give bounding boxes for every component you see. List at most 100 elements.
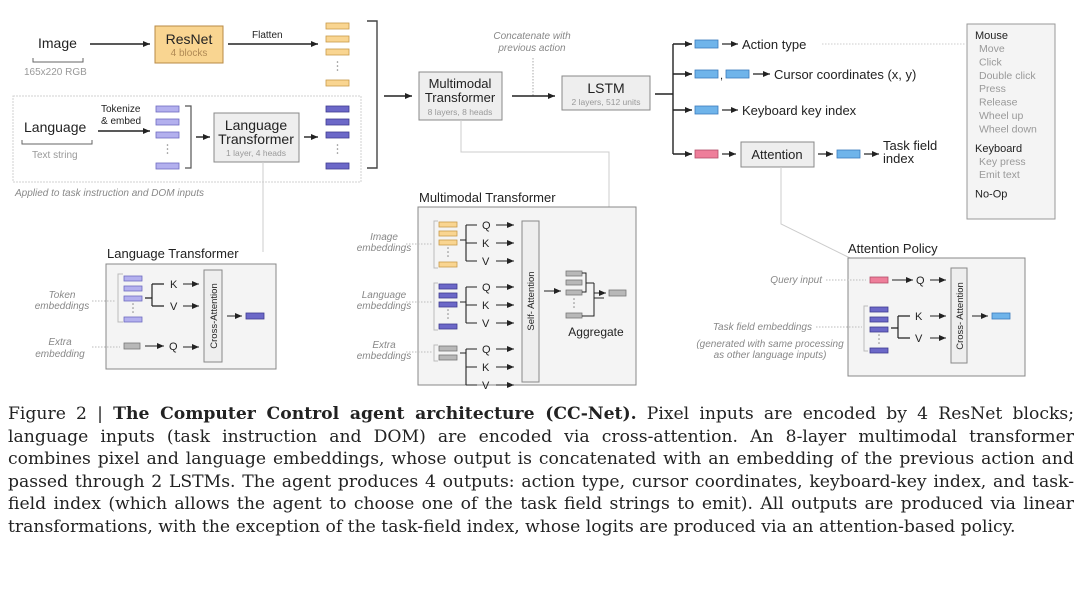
embedding-bracket <box>433 220 438 269</box>
image-embedding <box>325 79 350 87</box>
qkv-label: K <box>482 362 490 374</box>
keyboard-key-label: Keyboard key index <box>742 103 857 118</box>
resnet-block: ResNet 4 blocks <box>154 25 224 64</box>
task-field-embedding <box>869 316 889 323</box>
mm-self-attention-block <box>521 220 540 383</box>
embedding-label: Extra <box>372 340 396 351</box>
image-embedding <box>325 35 350 43</box>
mm-line1: Multimodal <box>429 76 492 91</box>
ap-q: Q <box>916 275 925 287</box>
language-sub: Text string <box>32 150 78 161</box>
attention-block: Attention <box>740 141 815 168</box>
architecture-diagram: Image 165x220 RGB ResNet 4 blocks Flatte… <box>12 20 1056 392</box>
action-menu-item: Move <box>979 43 1005 55</box>
lt-v: V <box>170 301 178 313</box>
action-menu-group-title: Mouse <box>975 30 1008 42</box>
cursor-x-logit <box>694 69 719 79</box>
embedding <box>438 345 458 352</box>
ap-note-l1: (generated with same processing <box>696 339 844 350</box>
resnet-title: ResNet <box>166 31 213 47</box>
lt-kv-split <box>145 283 164 307</box>
concat-line2: previous action <box>497 43 566 54</box>
action-type-logit <box>694 39 719 49</box>
token-embedding-stack <box>155 105 180 170</box>
resnet-sub: 4 blocks <box>171 48 208 59</box>
token-embedding <box>123 275 143 282</box>
lt-q: Q <box>169 341 178 353</box>
ap-task-bracket <box>863 305 868 352</box>
token-bracket <box>185 105 192 169</box>
embedding <box>438 261 458 268</box>
language-region <box>12 95 362 183</box>
ap-k: K <box>915 311 923 323</box>
tokenize-label-1: Tokenize <box>101 104 141 115</box>
lstm-block: LSTM 2 layers, 512 units <box>561 75 651 111</box>
image-embedding <box>325 22 350 30</box>
ellipsis-dot <box>166 144 169 146</box>
aggregate-label: Aggregate <box>568 325 624 339</box>
ellipsis-dot <box>878 334 880 336</box>
token-embedding <box>155 131 180 139</box>
cursor-y-logit <box>725 69 750 79</box>
embedding <box>438 323 458 330</box>
task-field-embedding <box>869 306 889 313</box>
cursor-coords-label: Cursor coordinates (x, y) <box>774 67 916 82</box>
ap-task-field-label: Task field embeddings <box>713 322 812 333</box>
language-label: Language <box>24 119 87 135</box>
qkv-split <box>460 224 477 262</box>
task-field-embedding <box>869 326 889 333</box>
embedding <box>438 354 458 361</box>
caption-prefix: Figure 2 | <box>8 404 114 424</box>
token-embedding <box>123 316 143 323</box>
qkv-label: V <box>482 318 490 330</box>
ellipsis-dot <box>447 317 449 319</box>
image-bracket <box>32 58 84 63</box>
embedding <box>438 292 458 299</box>
attn-detail-connector <box>780 167 851 259</box>
action-menu-item: Release <box>979 97 1018 109</box>
qkv-label: Q <box>482 344 491 356</box>
ellipsis-dot <box>447 313 449 315</box>
lt-token-l2: embeddings <box>35 301 89 312</box>
embedding-bracket <box>433 282 438 331</box>
action-menu-item: Key press <box>979 156 1026 168</box>
embedding-label: embeddings <box>357 243 411 254</box>
action-menu-item: Wheel up <box>979 110 1024 122</box>
image-input: Image 165x220 RGB <box>24 35 87 78</box>
language-output-stack <box>325 105 350 170</box>
qkv-label: V <box>482 380 490 392</box>
ellipsis-dot <box>573 302 575 304</box>
query-logit <box>694 149 719 159</box>
image-size: 165x220 RGB <box>24 67 87 78</box>
embedding-label: embeddings <box>357 301 411 312</box>
aggregate-embedding <box>565 279 583 286</box>
aggregate-embedding <box>565 270 583 277</box>
mm-line2: Transformer <box>425 90 496 105</box>
lstm-title: LSTM <box>587 80 624 96</box>
ellipsis-dot <box>447 247 449 249</box>
aggregate-embedding <box>565 312 583 319</box>
language-bracket <box>21 140 93 145</box>
ap-query-embedding <box>869 276 889 284</box>
mm-qkv-rows: ImageembeddingsQKVLanguageembeddingsQKVE… <box>357 220 514 392</box>
task-field-embedding <box>869 347 889 354</box>
ellipsis-dot <box>447 251 449 253</box>
ap-cross-attention-block <box>950 267 968 364</box>
flatten-label: Flatten <box>252 30 283 41</box>
qkv-split <box>460 286 477 324</box>
caption-body: Pixel inputs are encoded by 4 ResNet blo… <box>8 404 1075 537</box>
token-embedding <box>155 118 180 126</box>
embedding <box>438 239 458 246</box>
task-field-logit <box>836 149 861 159</box>
lt-token-l1: Token <box>49 290 76 301</box>
mm-detail-title: Multimodal Transformer <box>419 190 556 205</box>
ellipsis-dot <box>878 338 880 340</box>
ellipsis-dot <box>336 65 339 67</box>
attention-label: Attention <box>751 147 802 162</box>
action-menu-item: Press <box>979 83 1006 95</box>
ellipsis-dot <box>336 152 339 154</box>
ellipsis-dot <box>336 61 339 63</box>
lt-output-embedding <box>245 312 265 320</box>
embedding-label: Language <box>362 290 407 301</box>
language-output-embedding <box>325 105 350 113</box>
